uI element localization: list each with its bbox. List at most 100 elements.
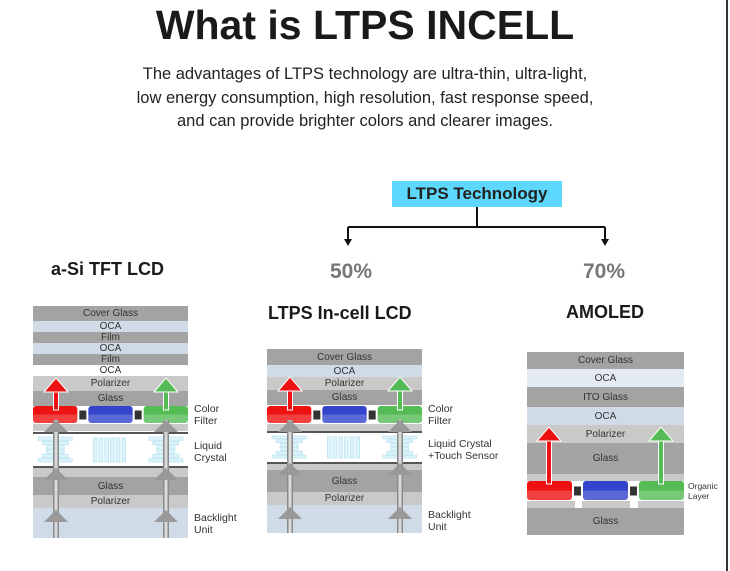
green-arrow-head (647, 426, 675, 442)
liquid-crystal-aligned (355, 436, 361, 459)
layer-oca: OCA (33, 321, 188, 332)
incell-heading: LTPS In-cell LCD (268, 303, 412, 323)
red-subpixel (527, 481, 572, 500)
amoled-heading: AMOLED (566, 302, 644, 322)
black-matrix (630, 486, 637, 496)
green-arrow-shaft (163, 389, 169, 411)
electrode-line (33, 466, 188, 468)
layer (527, 474, 684, 481)
light-arrow-head (154, 420, 178, 432)
blue-subpixel (322, 406, 367, 423)
green-subpixel-highlight (377, 414, 422, 423)
side-label-line: Crystal (194, 452, 227, 464)
layer-oca: OCA (33, 365, 188, 376)
light-arrow-head (278, 507, 302, 519)
red-subpixel (33, 406, 78, 423)
intro-line: and can provide brighter colors and clea… (176, 112, 554, 130)
electrode-line (33, 432, 188, 434)
side-label-line: Backlight (194, 512, 237, 524)
intro-line: The advantages of LTPS technology are ul… (142, 65, 588, 83)
electrode-line (267, 431, 422, 433)
black-matrix (368, 410, 376, 420)
black-matrix (134, 410, 142, 420)
side-label-line: +Touch Sensor (428, 450, 499, 462)
black-matrix (574, 486, 581, 496)
side-label-line: Liquid Crystal (428, 438, 492, 450)
layer-glass: Glass (527, 443, 684, 474)
incell-percentage: 50% (330, 260, 373, 283)
light-arrow-head (388, 463, 412, 475)
layer-glass: Glass (33, 477, 188, 495)
red-subpixel-highlight (267, 414, 312, 423)
layer (33, 468, 188, 477)
red-arrow-shaft (546, 438, 552, 485)
right-border (726, 0, 728, 571)
blue-subpixel-highlight (583, 490, 628, 500)
liquid-crystal-aligned (98, 437, 104, 463)
light-arrow-head (278, 420, 302, 432)
layer-polarizer: Polarizer (33, 376, 188, 391)
layer-glass: Glass (33, 391, 188, 406)
blue-subpixel (583, 481, 628, 500)
intro-line: low energy consumption, high resolution,… (136, 88, 594, 107)
side-label-line: Color (428, 403, 454, 415)
layer-oca: OCA (527, 369, 684, 387)
side-label-line: Color (194, 403, 220, 415)
side-label-line: Backlight (428, 509, 471, 521)
liquid-crystal-aligned (115, 437, 121, 463)
green-arrow-head (386, 376, 414, 392)
side-label: Liquid Crystal+Touch Sensor (428, 438, 498, 462)
green-arrow-shaft (658, 438, 664, 485)
green-arrow-head (152, 377, 180, 393)
layer-polarizer: Polarizer (267, 377, 422, 390)
side-label-line: Organic (688, 481, 718, 491)
green-subpixel (377, 406, 422, 423)
red-arrow-head (276, 376, 304, 392)
page-title: What is LTPS INCELL (155, 2, 575, 48)
side-label-line: Layer (688, 491, 710, 501)
layer-glass: Glass (267, 390, 422, 405)
gap (630, 500, 638, 508)
green-subpixel-highlight (143, 414, 188, 423)
layer-film: Film (33, 332, 188, 343)
light-arrow-head (388, 507, 412, 519)
layer-cover-glass: Cover Glass (33, 306, 188, 321)
gap (575, 500, 582, 508)
side-label-line: Filter (428, 415, 452, 427)
side-label-line: Filter (194, 415, 218, 427)
liquid-crystal-aligned (104, 437, 109, 463)
intro-paragraph: The advantages of LTPS technology are ul… (0, 63, 730, 134)
red-subpixel-highlight (527, 490, 572, 500)
light-arrow-head (388, 420, 412, 432)
blue-subpixel (88, 406, 133, 423)
layer (267, 463, 422, 470)
red-arrow-shaft (287, 388, 293, 411)
liquid-crystal-aligned (326, 436, 332, 459)
liquid-crystal-aligned (92, 437, 98, 463)
green-subpixel (143, 406, 188, 423)
layer-cover-glass: Cover Glass (267, 349, 422, 365)
liquid-crystal-aligned (121, 437, 127, 463)
black-matrix (313, 410, 321, 420)
liquid-crystal-aligned (349, 436, 355, 459)
layer-polarizer: Polarizer (267, 492, 422, 505)
blue-subpixel-highlight (322, 414, 367, 423)
layer-glass: Glass (527, 508, 684, 535)
blue-subpixel-highlight (88, 414, 133, 423)
green-subpixel-highlight (639, 490, 684, 500)
light-arrow-head (44, 510, 68, 522)
layer-oca: OCA (527, 407, 684, 425)
side-label-line: Unit (194, 524, 213, 536)
light-arrow-head (44, 420, 68, 432)
light-arrow-head (44, 468, 68, 480)
red-subpixel (267, 406, 312, 423)
side-label-line: Unit (428, 521, 447, 533)
green-arrow-shaft (397, 388, 403, 411)
red-arrow-shaft (53, 389, 59, 411)
liquid-crystal-aligned (344, 436, 349, 459)
